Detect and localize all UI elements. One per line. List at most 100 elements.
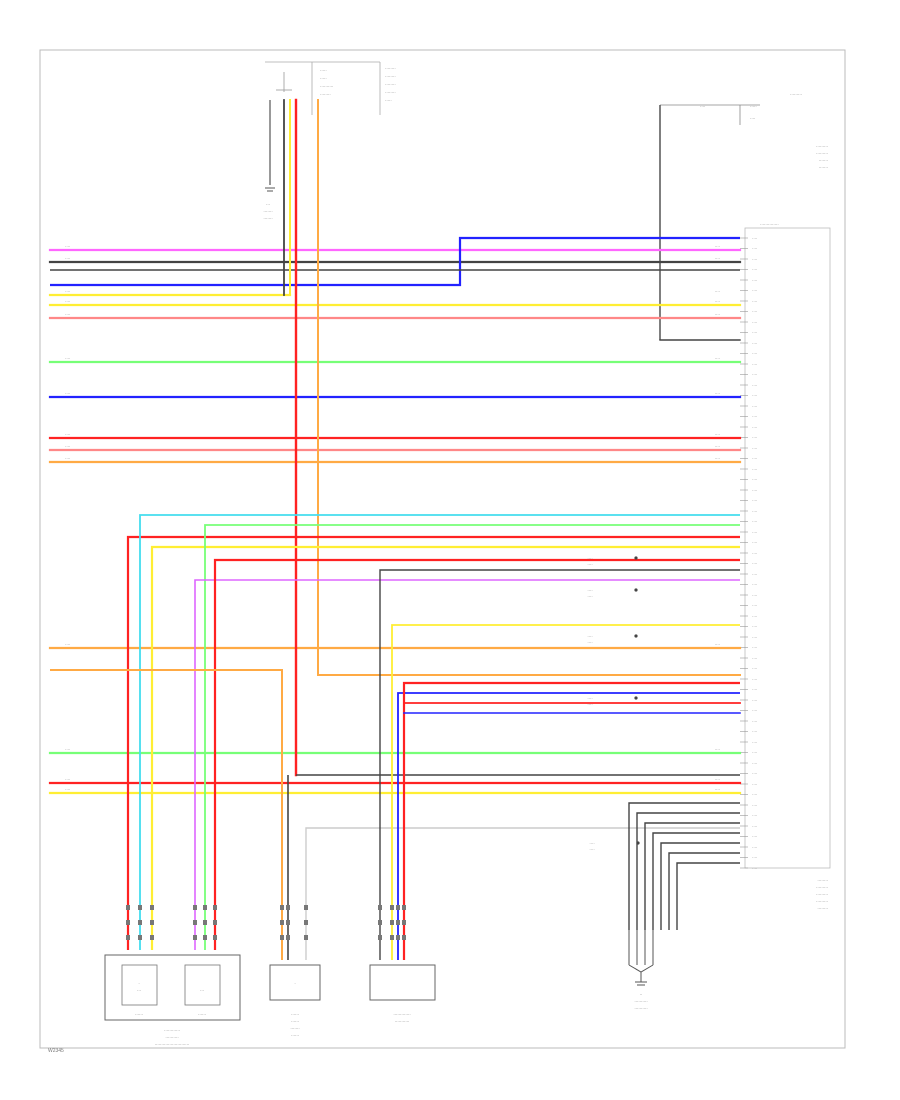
ecu-pin-label: ···· — [752, 488, 757, 493]
side-note: ···· — [589, 841, 594, 846]
wire-tag-right: ···· — [715, 289, 720, 294]
svg-text:·······: ······· — [819, 158, 828, 163]
svg-text:··························: ·························· — [155, 1042, 190, 1047]
ecu-pin-label: ···· — [752, 645, 757, 650]
connector-mark — [280, 935, 284, 940]
ecu-pin-label: ···· — [752, 834, 757, 839]
ecu-pin-label: ···· — [752, 771, 757, 776]
ecu-pin-label: ···· — [752, 635, 757, 640]
wire-tag-right: ···· — [715, 747, 720, 752]
diagram-code: W2345 — [48, 1048, 64, 1054]
connector-mark — [304, 905, 308, 910]
wire-ground-7 — [676, 862, 740, 930]
ecu-pin-label: ···· — [752, 803, 757, 808]
wire-tag-left: ···· — [65, 244, 70, 249]
wire-cyan-1 — [139, 514, 740, 950]
bottom-left-sensor-box: · ··· ··· ······ ······ ············ ···… — [104, 954, 241, 1047]
ecu-pin-label: ···· — [752, 561, 757, 566]
connector-mark — [396, 905, 400, 910]
connector-mark — [390, 905, 394, 910]
ecu-pin-label: ···· — [752, 414, 757, 419]
connector-mark — [138, 935, 142, 940]
connector-mark — [396, 920, 400, 925]
wire-tag-right: ···· — [715, 456, 720, 461]
ecu-pin-label: ···· — [752, 362, 757, 367]
bottom-right-sensor-box: ············· ··········· — [369, 964, 436, 1024]
svg-text:······: ······ — [198, 1012, 206, 1017]
ecu-pin-label: ···· — [752, 435, 757, 440]
svg-text:··········: ·········· — [320, 84, 333, 89]
connector-mark — [286, 905, 290, 910]
svg-text:········: ········ — [385, 90, 396, 95]
wire-magenta-1 — [194, 579, 740, 950]
svg-text:·: · — [294, 981, 295, 986]
svg-text:···: ··· — [137, 988, 141, 993]
ecu-pin-label: ···· — [752, 236, 757, 241]
ecu-pin-label: ···· — [752, 593, 757, 598]
ecu-pin-label: ···· — [752, 687, 757, 692]
ecu-pin-label: ···· — [752, 572, 757, 577]
side-annotations: ········································ — [587, 556, 640, 852]
diagram-border — [39, 49, 846, 1049]
connector-mark — [304, 920, 308, 925]
connector-mark — [378, 905, 382, 910]
wire-ground-5 — [660, 842, 740, 930]
ecu-pin-label: ···· — [752, 866, 757, 871]
ecu-pin-label: ···· — [752, 656, 757, 661]
wire-tag-right: ···· — [715, 312, 720, 317]
wire-tag-right: ···· — [715, 642, 720, 647]
wire-green-3 — [204, 524, 740, 950]
ecu-pin-label: ···· — [752, 519, 757, 524]
wire-gray-1 — [305, 827, 740, 960]
ecu-pin-label: ···· — [752, 708, 757, 713]
wire-tag-right: ···· — [715, 244, 720, 249]
ecu-pin-label: ···· — [752, 467, 757, 472]
connector-mark — [126, 920, 130, 925]
side-note: ···· — [587, 640, 592, 645]
wire-tag-right: ···· — [715, 299, 720, 304]
wire-tag-left: ···· — [65, 289, 70, 294]
ecu-pin-label: ···· — [752, 824, 757, 829]
ecu-pin-label: ···· — [752, 341, 757, 346]
top-right-module: ···· ····· ···· ········· ········· ····… — [659, 92, 828, 340]
svg-text:·: · — [138, 981, 139, 986]
svg-text:···: ··· — [266, 202, 270, 207]
svg-text:·········: ········· — [816, 151, 828, 156]
connector-mark — [126, 935, 130, 940]
svg-text:············: ············ — [164, 1028, 180, 1033]
wire-red-7 — [402, 681, 740, 960]
wire-color-codes: ········································… — [65, 244, 720, 792]
svg-text:········: ········ — [385, 66, 396, 71]
svg-text:·············: ············· — [393, 1012, 410, 1017]
ecu-connector-pins: ···· ···· ···· ···· ···· ···· ···· ···· ···· ····… — [740, 236, 757, 871]
connector-mark — [213, 935, 217, 940]
ecu-pin-label: ···· — [752, 740, 757, 745]
connector-mark — [378, 935, 382, 940]
ecu-pin-label: ···· — [752, 257, 757, 262]
connector-mark — [193, 905, 197, 910]
connector-mark — [286, 920, 290, 925]
svg-text:·········: ········· — [816, 899, 828, 904]
wire-tag-right: ···· — [715, 777, 720, 782]
connector-mark — [402, 935, 406, 940]
connector-mark — [193, 920, 197, 925]
ecu-pin-label: ···· — [752, 351, 757, 356]
wire-orange-4 — [50, 669, 283, 960]
ecu-pin-label: ···· — [752, 813, 757, 818]
splice-dot — [634, 588, 638, 592]
ecu-pin-label: ···· — [752, 446, 757, 451]
svg-text:········: ········ — [385, 74, 396, 79]
ecu-pin-label: ···· — [752, 540, 757, 545]
ground-symbol-bottom: ·· ·········· ·········· — [628, 930, 654, 1011]
svg-text:·····: ····· — [320, 76, 327, 81]
ecu-pin-label: ···· — [752, 509, 757, 514]
side-note: ···· — [587, 634, 592, 639]
ecu-pin-label: ···· — [752, 855, 757, 860]
wire-tag-left: ···· — [65, 444, 70, 449]
wire-tag-right: ···· — [715, 432, 720, 437]
ecu-pin-label: ···· — [752, 456, 757, 461]
wire-tag-right: ···· — [715, 256, 720, 261]
wire-tag-left: ···· — [65, 642, 70, 647]
svg-text:···········: ··········· — [395, 1019, 410, 1024]
connector-mark — [390, 935, 394, 940]
